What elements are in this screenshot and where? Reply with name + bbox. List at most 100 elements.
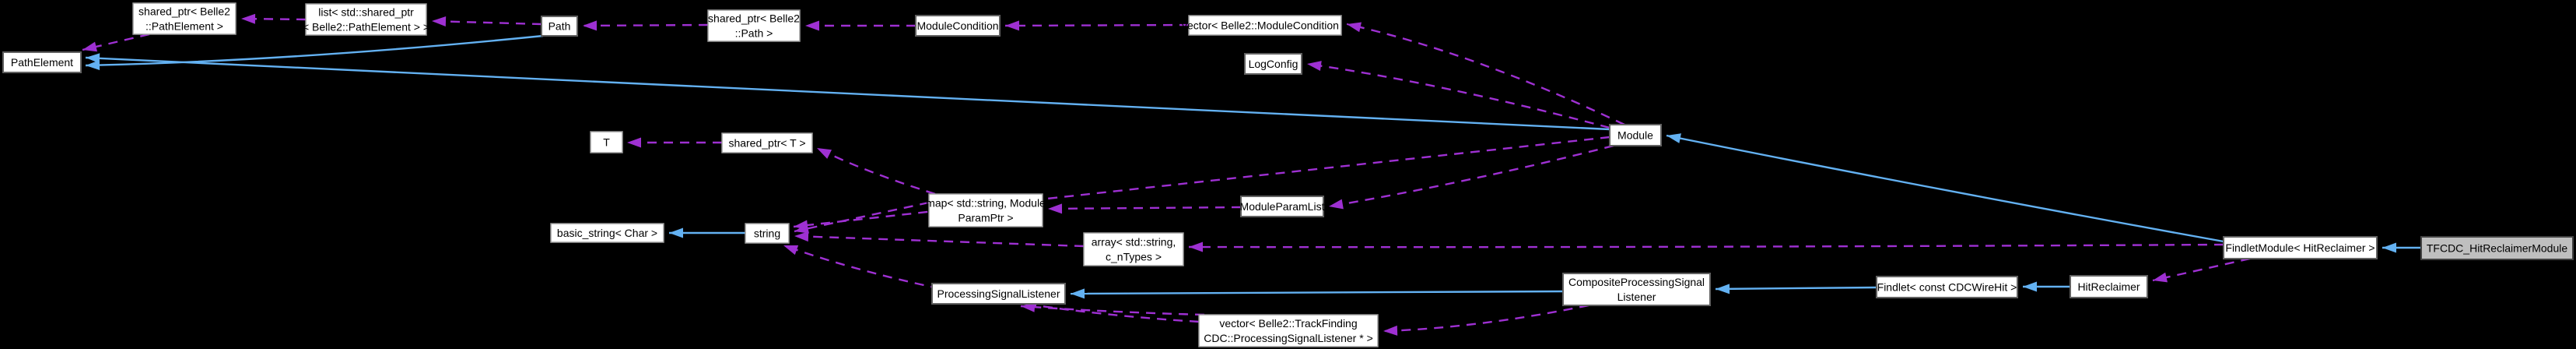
- node-label: ProcessingSignalListener: [938, 287, 1060, 300]
- edge-array-string-cntypes--string: [794, 231, 1085, 248]
- edge-string--basic-string-char: [669, 227, 745, 238]
- edge-composite-processing-signal-listener--vector-processing-signal-listener: [1383, 304, 1589, 336]
- node-label: PathElement: [11, 56, 73, 69]
- edge-module-condition--shared-ptr-path: [805, 20, 916, 31]
- node-logconfig[interactable]: LogConfig: [1244, 53, 1302, 75]
- arrowhead: [82, 41, 98, 52]
- arrowhead: [86, 53, 100, 64]
- node-box: [915, 15, 1001, 37]
- edge-hitreclaimer--findlet-const-cdcwirehit: [2023, 281, 2070, 292]
- node-label: ParamPtr >: [958, 212, 1013, 224]
- node-box: [721, 132, 813, 153]
- arrowhead: [1716, 284, 1730, 294]
- node-hitreclaimer[interactable]: HitReclaimer: [2070, 275, 2148, 298]
- node-box: [2223, 236, 2378, 259]
- arrowhead: [432, 16, 447, 27]
- node-vector-processing-signal-listener[interactable]: vector< Belle2::TrackFindingCDC::Process…: [1198, 314, 1379, 347]
- edge-module--vector-module-condition: [1346, 22, 1625, 126]
- node-label: basic_string< Char >: [557, 227, 657, 239]
- edge-composite-processing-signal-listener--processing-signal-listener: [1070, 288, 1564, 299]
- arrowhead: [794, 231, 809, 242]
- node-findlet-const-cdcwirehit[interactable]: Findlet< const CDCWireHit >: [1876, 276, 2018, 298]
- arrowhead: [1383, 325, 1398, 336]
- edge-shared-ptr-pathelement--pathelement: [82, 33, 150, 52]
- node-box: [1244, 53, 1302, 75]
- node-box: [2420, 236, 2574, 260]
- edge-list-shared-ptr-pathelement--shared-ptr-pathelement: [240, 13, 307, 24]
- arrowhead: [794, 223, 809, 234]
- node-t[interactable]: T: [590, 131, 623, 153]
- node-vector-module-condition[interactable]: vector< Belle2::ModuleCondition >: [1182, 15, 1348, 36]
- edge-findletmodule-hitreclaimer--module: [1666, 133, 2224, 243]
- node-pathelement[interactable]: PathElement: [2, 51, 82, 73]
- node-findletmodule-hitreclaimer[interactable]: FindletModule< HitReclaimer >: [2223, 236, 2378, 259]
- edge-shared-ptr-path--path: [582, 20, 709, 31]
- node-label: array< std::string,: [1092, 236, 1176, 249]
- node-box: [2070, 275, 2148, 298]
- node-label: CDC::ProcessingSignalListener * >: [1204, 332, 1373, 344]
- node-module-param-list[interactable]: ModuleParamList: [1240, 196, 1325, 217]
- node-box: [1188, 15, 1342, 36]
- node-box: [1609, 124, 1662, 146]
- arrowhead: [1005, 20, 1020, 31]
- edge-map-string-moduleparamptr--string: [794, 201, 930, 234]
- node-label: list< std::shared_ptr: [318, 6, 414, 19]
- node-label: HitReclaimer: [2077, 280, 2140, 293]
- node-box: [931, 283, 1066, 305]
- node-module-condition[interactable]: ModuleCondition: [915, 15, 1001, 37]
- node-box: [305, 3, 427, 36]
- arrowhead: [1071, 288, 1085, 299]
- node-label: Listener: [1617, 291, 1656, 303]
- arrowhead: [805, 20, 819, 31]
- node-string[interactable]: string: [745, 223, 790, 244]
- node-label: Findlet< const CDCWireHit >: [1877, 281, 2017, 294]
- node-box: [1876, 276, 2018, 298]
- node-basic-string-char[interactable]: basic_string< Char >: [550, 223, 664, 243]
- node-array-string-cntypes[interactable]: array< std::string,c_nTypes >: [1083, 232, 1184, 266]
- node-label: ModuleParamList: [1240, 200, 1325, 213]
- arrowhead: [783, 245, 799, 256]
- node-module[interactable]: Module: [1609, 124, 1662, 146]
- node-label: Path: [548, 20, 571, 33]
- node-shared-ptr-path[interactable]: shared_ptr< Belle2::Path >: [707, 9, 801, 42]
- edge-path--pathelement: [85, 34, 544, 71]
- node-label: shared_ptr< T >: [728, 137, 805, 150]
- edge-path--list-shared-ptr-pathelement: [431, 16, 542, 27]
- node-shared-ptr-t[interactable]: shared_ptr< T >: [721, 132, 813, 153]
- node-box: [541, 16, 578, 37]
- arrowhead: [2153, 272, 2168, 283]
- node-box: [132, 2, 237, 35]
- node-box: [1562, 273, 1711, 306]
- node-box: [707, 9, 801, 42]
- node-label: T: [603, 136, 610, 149]
- edge-vector-processing-signal-listener--string: [783, 244, 1200, 323]
- node-label: vector< Belle2::ModuleCondition >: [1182, 19, 1348, 32]
- node-box: [1083, 232, 1184, 266]
- node-label: TFCDC_HitReclaimerModule: [2427, 242, 2567, 255]
- node-shared-ptr-pathelement[interactable]: shared_ptr< Belle2::PathElement >: [132, 2, 237, 35]
- node-label: < Belle2::PathElement > >: [303, 21, 429, 33]
- node-processing-signal-listener[interactable]: ProcessingSignalListener: [931, 283, 1066, 305]
- node-label: CompositeProcessingSignal: [1568, 276, 1705, 288]
- arrowhead: [2023, 281, 2037, 292]
- node-label: LogConfig: [1249, 58, 1299, 70]
- node-label: shared_ptr< Belle2: [708, 12, 800, 25]
- node-label: c_nTypes >: [1106, 251, 1162, 263]
- node-label: ::Path >: [735, 27, 773, 40]
- edge-findletmodule-hitreclaimer--array-string-cntypes: [1188, 241, 2224, 252]
- edge-module-param-list--map-string-moduleparamptr: [1047, 203, 1242, 214]
- node-list-shared-ptr-pathelement[interactable]: list< std::shared_ptr< Belle2::PathEleme…: [303, 3, 429, 36]
- node-tfcdc-hitreclaimermodule: TFCDC_HitReclaimerModule: [2420, 236, 2574, 260]
- node-box: [928, 193, 1043, 227]
- node-path[interactable]: Path: [541, 16, 578, 37]
- node-box: [550, 223, 664, 243]
- arrowhead: [817, 148, 832, 159]
- node-box: [1198, 314, 1379, 347]
- node-box: [590, 131, 623, 153]
- node-box: [2, 51, 82, 73]
- edge-map-string-moduleparamptr--shared-ptr-t: [816, 146, 936, 196]
